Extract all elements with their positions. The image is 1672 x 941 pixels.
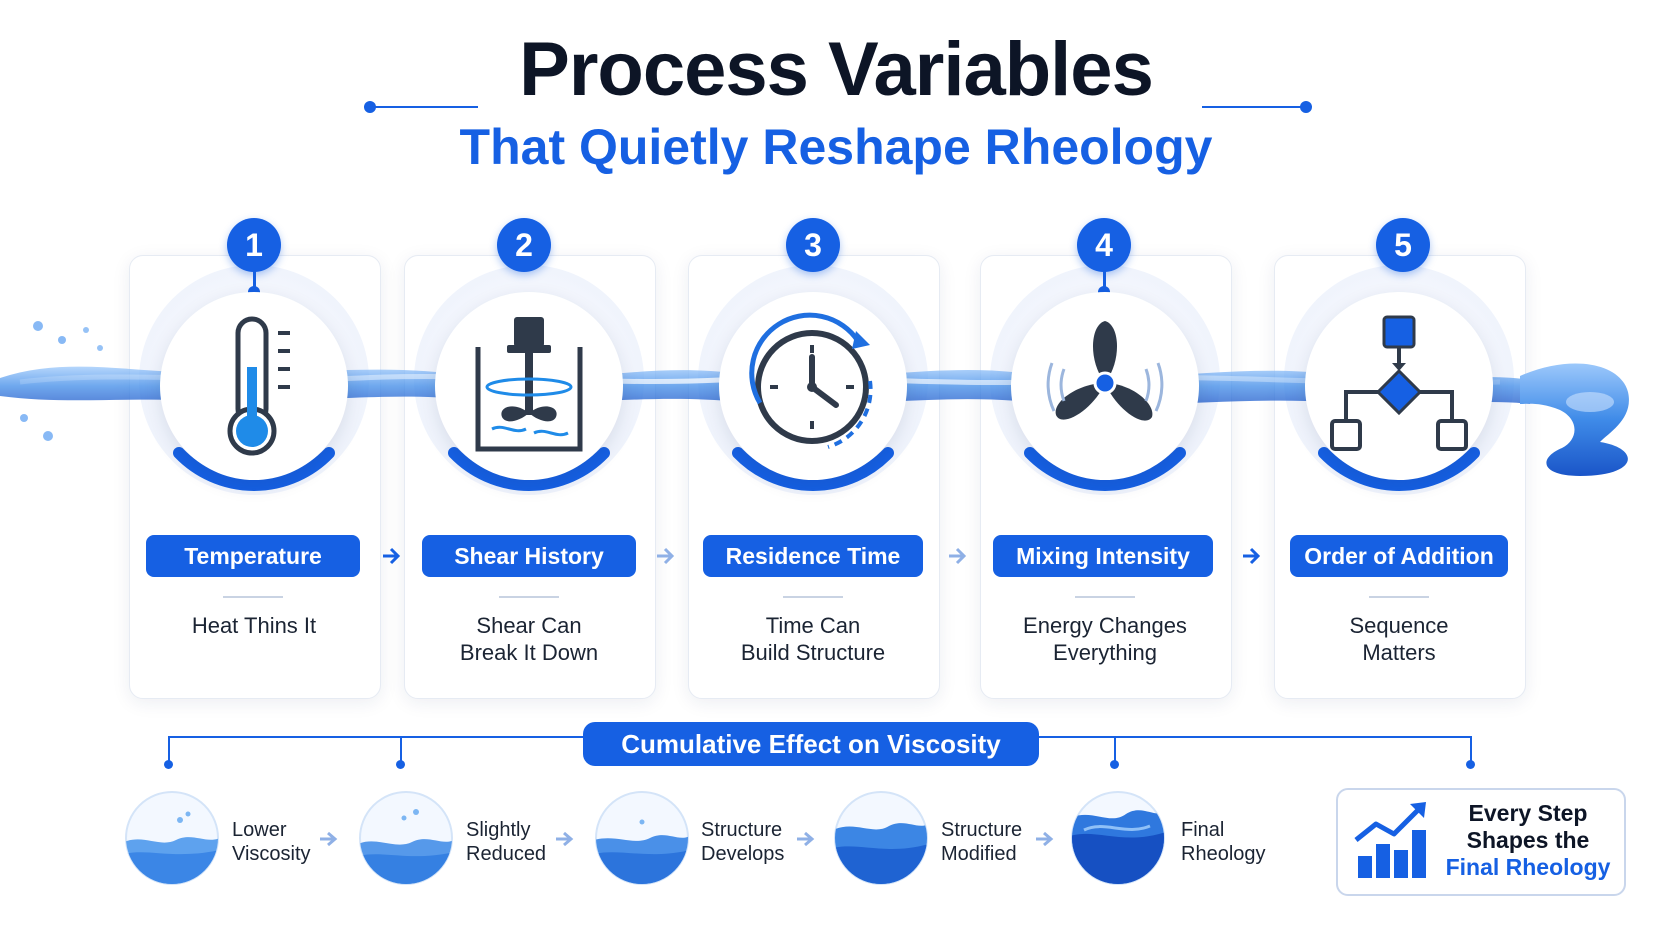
growth-chart-icon [1354, 802, 1426, 878]
step-stem-1 [253, 270, 256, 294]
step-divider-4 [1075, 596, 1135, 598]
final-line-2: Shapes the [1466, 827, 1590, 853]
step-arrow-1-2 [383, 547, 401, 565]
cumulative-bracket-dot-5 [1466, 760, 1475, 769]
step-number-4: 4 [1077, 218, 1131, 272]
title-rule-right [1202, 106, 1306, 108]
thermometer-icon [227, 316, 290, 456]
cumulative-bracket-drop-4 [1114, 736, 1116, 764]
stage-liquid-1 [125, 791, 219, 885]
cumulative-effect-label: Cumulative Effect on Viscosity [583, 722, 1039, 766]
step-icon-circle-2 [435, 292, 623, 480]
final-line-3: Final Rheology [1445, 854, 1611, 880]
title-rule-left-dot [364, 101, 376, 113]
clock-icon [749, 312, 873, 449]
propeller-icon [1046, 321, 1164, 421]
stirred-tank-icon [475, 317, 583, 452]
step-number-1: 1 [227, 218, 281, 272]
page-subtitle: That Quietly Reshape Rheology [459, 119, 1213, 175]
step-icon-circle-4 [1011, 292, 1199, 480]
title-rule-left [372, 106, 478, 108]
step-arrow-4-5 [1243, 547, 1261, 565]
step-label-5: Order of Addition [1290, 535, 1508, 577]
cumulative-bracket-dot-2 [396, 760, 405, 769]
step-number-2: 2 [497, 218, 551, 272]
cumulative-bracket-drop-1 [168, 736, 170, 764]
step-label-4: Mixing Intensity [993, 535, 1213, 577]
stage-liquid-5 [1071, 791, 1165, 885]
step-arrow-2-3 [657, 547, 675, 565]
cumulative-bracket-drop-2 [400, 736, 402, 764]
flowchart-icon [1330, 315, 1468, 451]
cumulative-bracket-dot-1 [164, 760, 173, 769]
step-divider-1 [223, 596, 283, 598]
final-line-1: Every Step [1468, 800, 1588, 826]
step-label-1: Temperature [146, 535, 360, 577]
stage-liquid-2 [359, 791, 453, 885]
page-title: Process Variables [519, 27, 1154, 112]
title-rule-right-dot [1300, 101, 1312, 113]
stage-arrow-3 [797, 831, 815, 847]
step-icon-circle-3 [719, 292, 907, 480]
step-stem-4 [1103, 270, 1106, 294]
step-icon-circle-1 [160, 292, 348, 480]
step-arrow-3-4 [949, 547, 967, 565]
step-icon-circle-5 [1305, 292, 1493, 480]
cumulative-bracket-drop-5 [1470, 736, 1472, 764]
stage-arrow-1 [320, 831, 338, 847]
step-number-3: 3 [786, 218, 840, 272]
cumulative-bracket-dot-4 [1110, 760, 1119, 769]
step-label-2: Shear History [422, 535, 636, 577]
stage-arrow-4 [1036, 831, 1054, 847]
step-divider-2 [499, 596, 559, 598]
step-divider-3 [783, 596, 843, 598]
step-divider-5 [1369, 596, 1429, 598]
stage-arrow-2 [556, 831, 574, 847]
step-description-1: Heat Thins It [191, 613, 317, 638]
step-number-5: 5 [1376, 218, 1430, 272]
stage-liquid-3 [595, 791, 689, 885]
step-label-3: Residence Time [703, 535, 923, 577]
stage-liquid-4 [834, 791, 928, 885]
